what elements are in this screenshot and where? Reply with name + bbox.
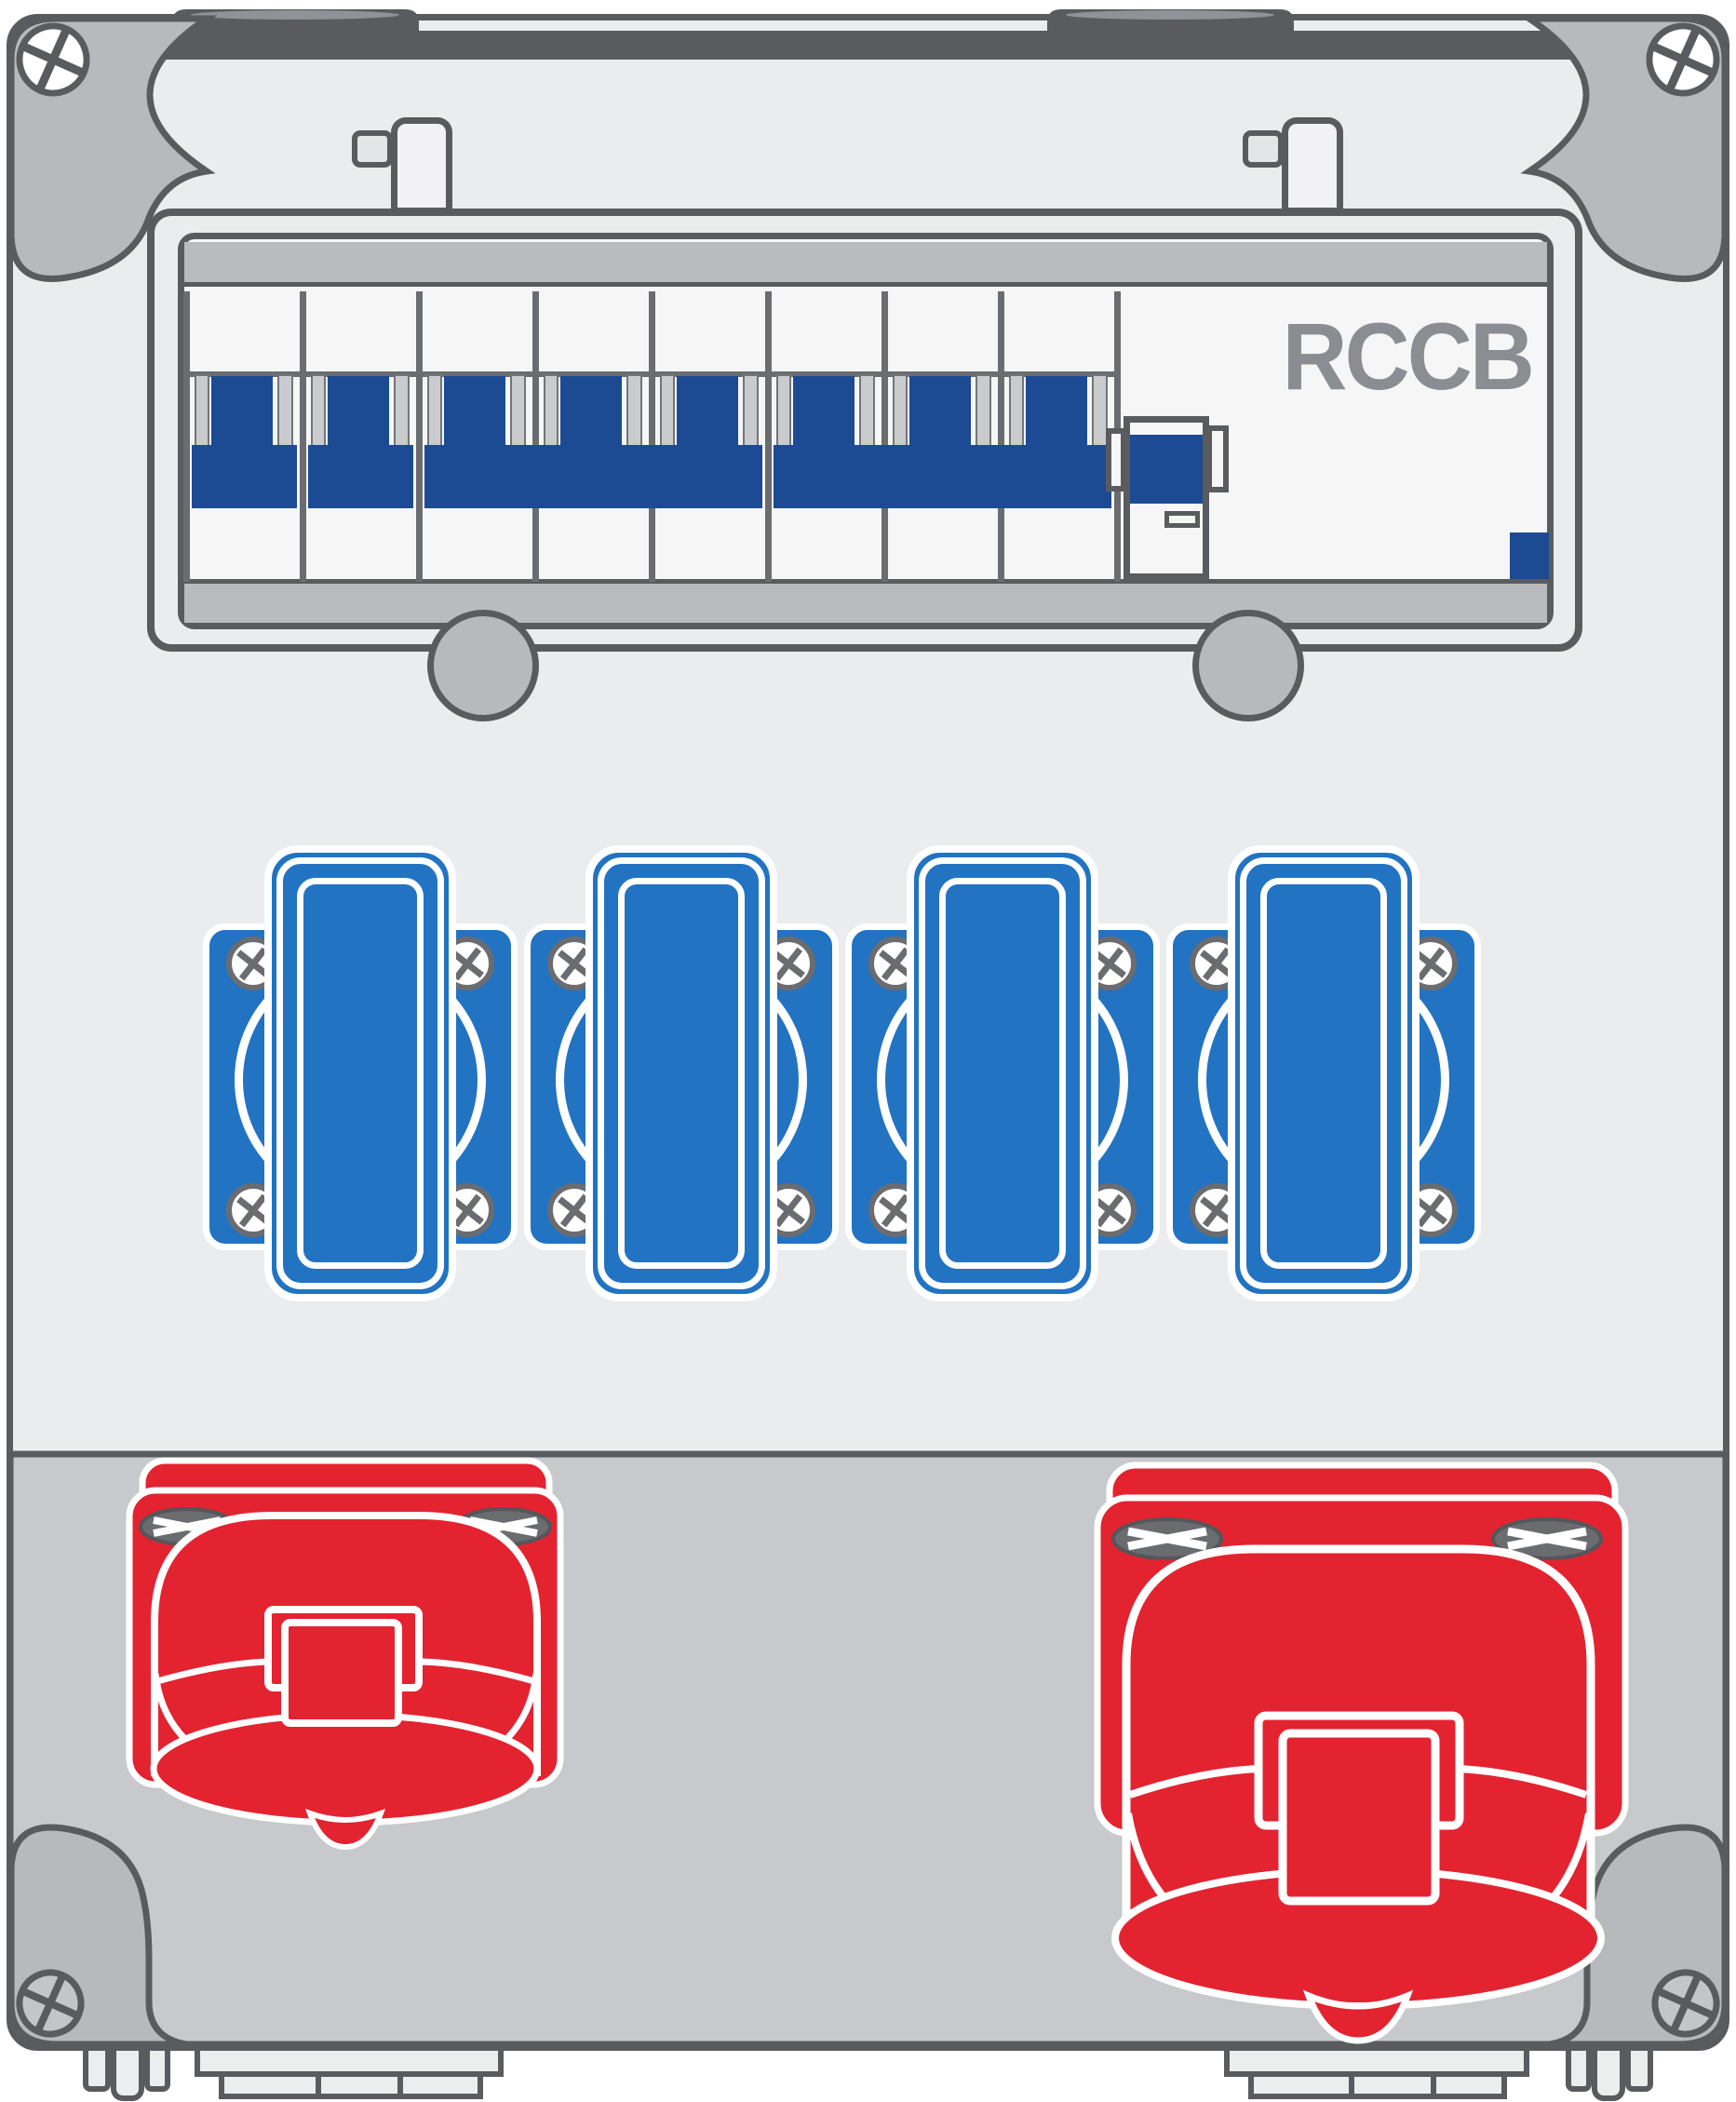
breaker-faceplate [427, 374, 442, 447]
module-divider [649, 291, 655, 582]
indicator-square [1510, 532, 1549, 579]
socket-mouth [150, 1711, 541, 1826]
cover-latch [391, 117, 452, 214]
breaker-toggle-bar-multipole [774, 445, 1111, 508]
rccb-label: RCCB [1282, 303, 1534, 410]
socket-lid [585, 845, 777, 1301]
breaker-toggle [793, 376, 855, 447]
module-divider [765, 291, 772, 582]
corner-screws [16, 22, 1720, 2038]
breaker-toggle [677, 376, 738, 447]
screw-icon [1646, 22, 1720, 97]
screw-icon [16, 1969, 85, 2038]
breaker-window-frame [147, 209, 1582, 652]
screw-oval-icon [1491, 1517, 1603, 1560]
gland-plate [1248, 2071, 1507, 2099]
breaker-faceplate [510, 374, 526, 447]
breaker-faceplate [776, 374, 791, 447]
window-knob [427, 610, 539, 721]
breaker-faceplate [195, 374, 209, 447]
module-divider [300, 291, 306, 582]
rccb-test-button [1164, 511, 1200, 528]
breaker-faceplate [660, 374, 675, 447]
breaker-toggle [1026, 376, 1087, 447]
breaker-toggle [560, 376, 622, 447]
breaker-faceplate [859, 374, 875, 447]
cee-socket-red-small [126, 1457, 564, 1851]
socket-lid [1228, 845, 1420, 1301]
breaker-faceplate [394, 374, 410, 447]
module-divider [532, 291, 539, 582]
cover-clip-icon [352, 130, 393, 168]
module-divider [183, 291, 190, 582]
rccb-toggle [1130, 435, 1203, 504]
breaker-faceplate [311, 374, 326, 447]
breaker-faceplate [976, 374, 991, 447]
breaker-toggle-bar [308, 445, 413, 508]
cover-clip-icon [1243, 130, 1284, 168]
breaker-faceplate [544, 374, 558, 447]
breaker-faceplate [893, 374, 908, 447]
socket-lid [264, 845, 456, 1301]
breaker-faceplate [743, 374, 759, 447]
rccb-tab-right [1206, 425, 1229, 492]
module-divider [998, 291, 1004, 582]
socket-lid [907, 845, 1098, 1301]
toggle-rail [183, 371, 1121, 377]
module-divider [881, 291, 888, 582]
breaker-toggle [211, 376, 273, 447]
gland-plate [219, 2071, 483, 2099]
top-hinge-bar [35, 9, 1702, 60]
module-divider [416, 291, 423, 582]
screw-oval-icon [1111, 1517, 1223, 1560]
breaker-toggle [328, 376, 389, 447]
window-knob [1192, 610, 1304, 721]
cee-socket-red-large [1094, 1462, 1629, 2044]
din-rail-bottom [184, 579, 1547, 623]
breaker-toggle-bar [192, 445, 297, 508]
breaker-toggle [444, 376, 505, 447]
din-rail-top [184, 242, 1547, 287]
screw-icon [1651, 1969, 1720, 2038]
breaker-faceplate [277, 374, 293, 447]
breaker-toggle-bar-multipole [424, 445, 762, 508]
breaker-faceplate [1009, 374, 1024, 447]
screw-icon [16, 22, 90, 97]
breaker-toggle [909, 376, 971, 447]
cover-latch [1282, 117, 1343, 214]
breaker-faceplate [626, 374, 642, 447]
